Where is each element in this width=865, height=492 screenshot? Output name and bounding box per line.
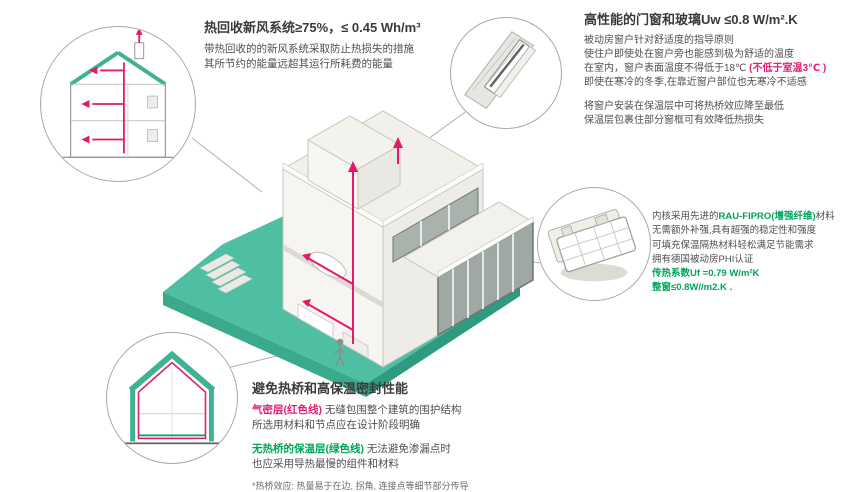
thermal-p2-line-1: 无热桥的保温层(绿色线) 无法避免渗漏点时 (252, 442, 592, 457)
inset-thermal-circle (106, 332, 238, 464)
person-figure (334, 338, 346, 367)
thermal-section-illustration (122, 350, 222, 445)
window-corner-illustration (464, 31, 537, 110)
windows-p1-line-3-normal: 在室内，窗户表面温度不得低于18℃ (584, 63, 750, 75)
profile-line-1-green: RAU-FIPRO(增强纤维) (718, 211, 816, 222)
terrain-stairs (199, 253, 253, 294)
profile-uf-value: 传热系数Uf =0.79 W/m²K (652, 268, 760, 279)
windows-title: 高性能的门窗和玻璃Uw ≤0.8 W/m².K (584, 12, 798, 27)
callout-thermal: 避免热桥和高保温密封性能 气密层(红色线) 无缝包围整个建筑的围护结构 所选用材… (252, 381, 592, 492)
inset-window-corner-circle (450, 17, 562, 129)
profile-uw-value: 整窗≤0.8W//m2.K . (652, 282, 733, 294)
thermal-airtight-label: 气密层(红色线) (252, 403, 322, 416)
windows-p1-line-3: 在室内，窗户表面温度不得低于18℃ (不低于室温3℃ ) (584, 62, 862, 76)
profile-line-3: 可填充保温隔热材料轻松满足节能需求 (652, 239, 814, 251)
thermal-title: 避免热桥和高保温密封性能 (252, 381, 409, 396)
inset-ventilation-circle (40, 26, 196, 182)
callout-profile: 内核采用先进的RAU-FIPRO(增强纤维)材料 无需额外补强,具有超强的稳定性… (652, 210, 864, 296)
ventilation-body-line-2: 其所节约的能量远超其运行所耗费的能量 (204, 57, 393, 70)
ventilation-ducts (302, 137, 403, 344)
profile-line-1-pre: 内核采用先进的 (652, 211, 719, 222)
thermal-footnote: *热桥效应: 热量易于在边, 拐角, 连接点等细节部分传导 (252, 480, 469, 491)
profile-line-1-post: 材料 (815, 211, 835, 222)
frame-profile-illustration (547, 209, 637, 282)
ventilation-section-illustration (62, 27, 174, 159)
profile-line-1: 内核采用先进的RAU-FIPRO(增强纤维)材料 (652, 210, 864, 224)
ventilation-body-line-1: 带热回收的的新风系统采取防止热损失的措施 (204, 42, 414, 55)
inset-duct-lines (81, 27, 143, 154)
main-house-illustration (148, 72, 548, 417)
callout-ventilation: 热回收新风系统≥75%，≤ 0.45 Wh/m³ 带热回收的的新风系统采取防止热… (204, 20, 520, 72)
profile-line-4: 拥有德国被动房PHI认证 (652, 253, 754, 265)
thermal-insulation-label: 无热桥的保温层(绿色线) (252, 442, 364, 455)
windows-p1-line-4: 即使在寒冷的冬季,在靠近窗户部位也无寒冷不适感 (584, 77, 807, 89)
profile-line-2: 无需额外补强,具有超强的稳定性和强度 (652, 225, 817, 237)
callout-windows: 高性能的门窗和玻璃Uw ≤0.8 W/m².K 被动房窗户针对舒适度的指导原则 … (584, 12, 862, 128)
windows-p2-line-1: 将窗户安装在保温层中可将热桥效应降至最低 (584, 100, 784, 112)
thermal-p1-line-1: 气密层(红色线) 无缝包围整个建筑的围护结构 (252, 403, 592, 418)
isometric-house-svg (163, 110, 534, 397)
windows-p2-line-2: 保温层包裹住部分窗框可有效降低热损失 (584, 114, 764, 126)
glass-wing (403, 201, 534, 337)
windows-p1-line-3-red: (不低于室温3℃ ) (749, 63, 827, 75)
ventilation-title: 热回收新风系统≥75%，≤ 0.45 Wh/m³ (204, 20, 421, 35)
thermal-p2-rest: 无法避免渗漏点时 (364, 442, 451, 455)
inset-profile-circle (537, 187, 651, 301)
windows-p1-line-2: 使住户即使处在窗户旁也能感到极为舒适的温度 (584, 49, 794, 61)
thermal-p1-line-2: 所选用材料和节点应在设计阶段明确 (252, 418, 420, 431)
windows-p1-line-1: 被动房窗户针对舒适度的指导原则 (584, 34, 734, 46)
thermal-p1-rest: 无缝包围整个建筑的围护结构 (322, 403, 462, 416)
thermal-p2-line-2: 也应采用导热最慢的组件和材料 (252, 457, 399, 470)
